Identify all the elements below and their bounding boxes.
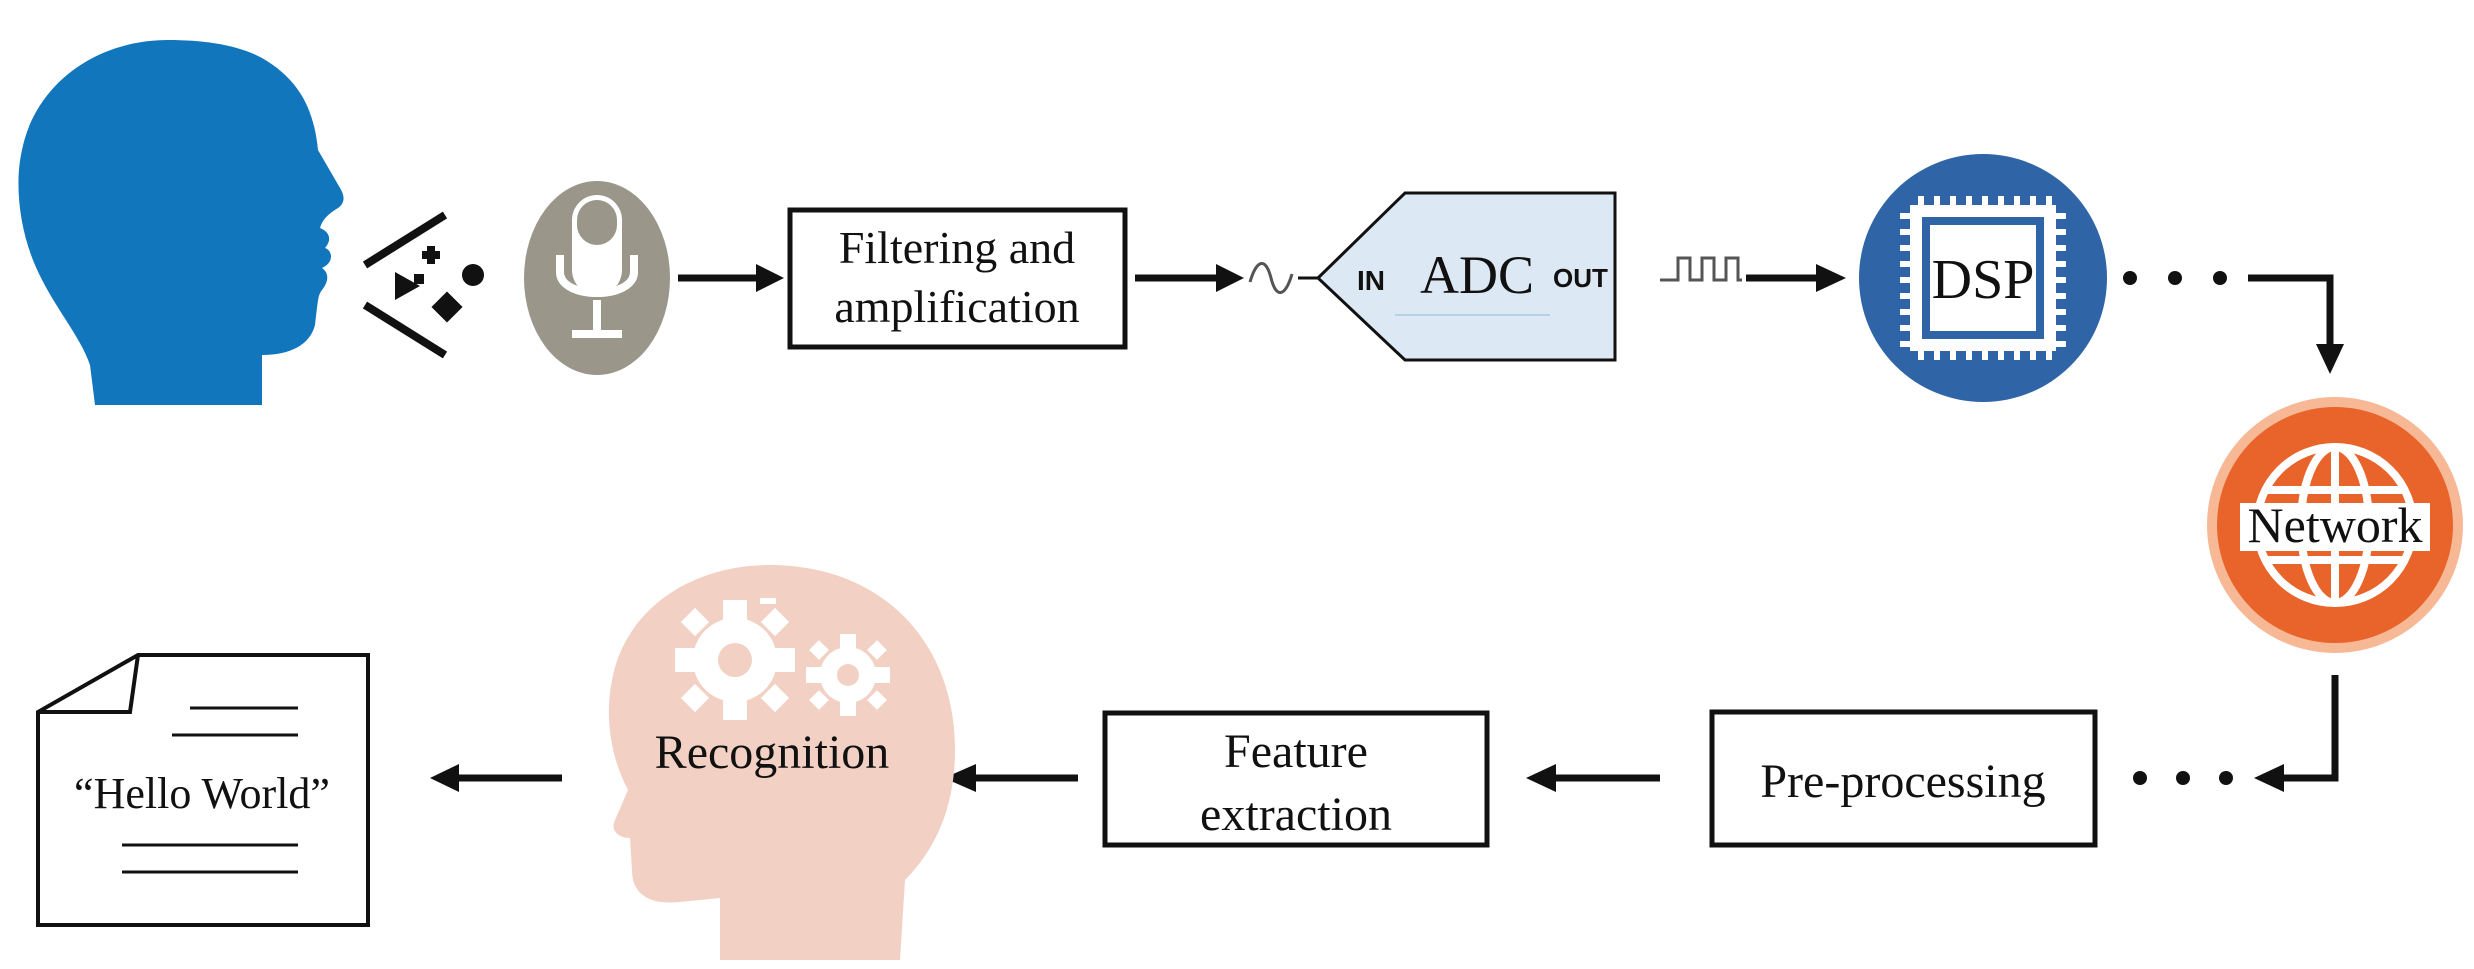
feature-label-line2: extraction (1200, 788, 1392, 841)
preprocessing-label: Pre-processing (1760, 755, 2045, 808)
filtering-amplification-block: Filtering and amplification (787, 207, 1128, 350)
arrow-mic-to-filter (678, 264, 784, 292)
filtering-label-line1: Filtering and (839, 222, 1075, 273)
arrow-preprocessing-to-feature (1526, 764, 1660, 792)
arrow-recognition-to-document (430, 764, 562, 792)
dots-network-to-preprocessing (2133, 771, 2233, 785)
speaker-head-icon (18, 40, 344, 405)
adc-label: ADC (1420, 245, 1534, 305)
dots-dsp-to-network (2123, 271, 2227, 285)
sine-wave-icon (1248, 262, 1318, 294)
arrow-network-to-preprocessing (2254, 675, 2339, 792)
feature-extraction-block: Feature extraction (1102, 710, 1490, 848)
adc-in-label: IN (1357, 265, 1385, 296)
arrow-feature-to-recognition (944, 764, 1078, 792)
feature-label-line1: Feature (1224, 725, 1368, 778)
document-icon: “Hello World” (36, 653, 370, 927)
dsp-chip-icon: DSP (1859, 154, 2107, 402)
microphone-icon (524, 181, 670, 375)
filtering-label-line2: amplification (834, 281, 1079, 332)
recognition-label: Recognition (655, 726, 890, 779)
square-wave-icon (1660, 256, 1742, 282)
sound-symbols-icon (362, 211, 484, 359)
network-globe-icon: Network (2207, 397, 2463, 653)
adc-out-label: OUT (1553, 263, 1608, 293)
document-text: “Hello World” (74, 769, 330, 818)
network-label: Network (2248, 497, 2423, 553)
adc-block: IN ADC OUT (1315, 191, 1617, 362)
dsp-label: DSP (1932, 249, 2035, 311)
recognition-head-icon: Recognition (608, 565, 955, 960)
arrow-dsp-to-network (2248, 274, 2344, 374)
arrow-filter-to-adc (1135, 264, 1244, 292)
preprocessing-block: Pre-processing (1709, 709, 2098, 848)
arrow-adc-to-dsp (1746, 264, 1846, 292)
